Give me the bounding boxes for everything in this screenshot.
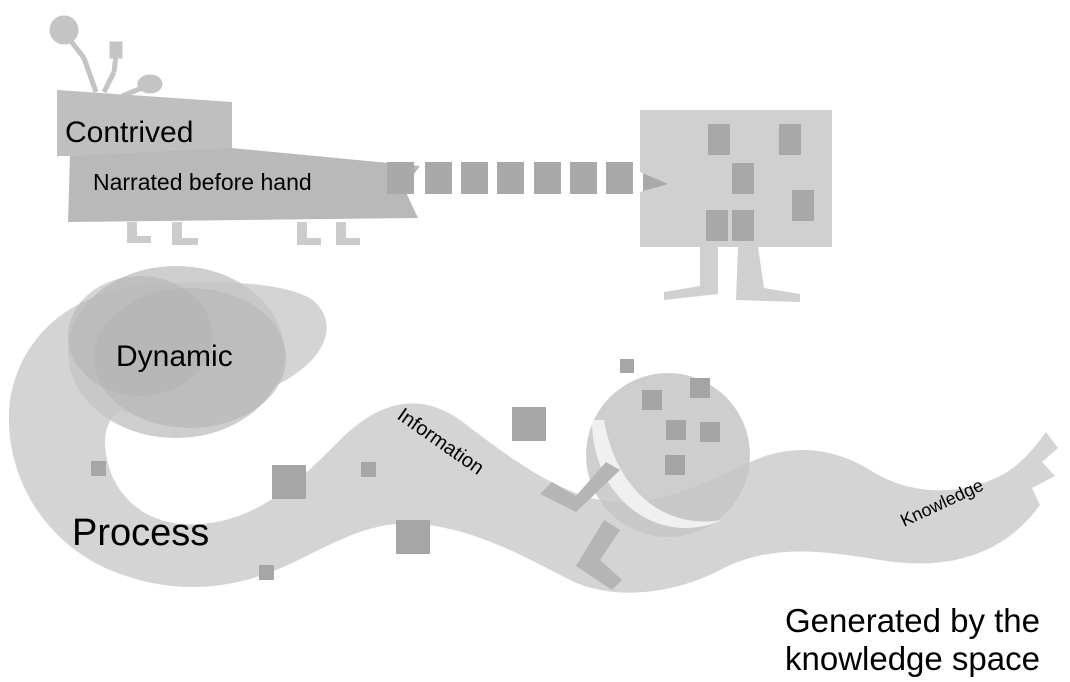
scattered-squares xyxy=(91,359,634,580)
info-square xyxy=(396,520,430,554)
creature-squares xyxy=(642,378,720,475)
chain-square xyxy=(461,162,488,194)
robot-square xyxy=(732,210,754,241)
robot-square xyxy=(792,190,814,221)
robot-leg-left xyxy=(664,247,718,300)
dynamic-swirl-core xyxy=(68,276,212,396)
robot-square xyxy=(779,124,801,155)
antenna-stalk-right xyxy=(121,85,143,99)
creature-leg xyxy=(576,520,622,590)
info-square xyxy=(361,462,376,477)
antenna-ball-left xyxy=(49,15,79,45)
chain-square xyxy=(425,162,452,194)
antenna-ball-right xyxy=(137,74,163,94)
chain-square xyxy=(534,162,561,194)
chain-square xyxy=(497,162,524,194)
label-narrated: Narrated before hand xyxy=(93,169,312,195)
leg-4 xyxy=(336,222,360,245)
caption-line-1: Generated by the xyxy=(784,602,1040,639)
creature-head xyxy=(57,90,232,156)
antenna-stalk-left xyxy=(68,38,86,60)
info-square xyxy=(91,461,106,476)
chain-square xyxy=(387,162,414,194)
info-square xyxy=(259,565,274,580)
creature-square xyxy=(642,390,662,410)
info-square xyxy=(620,359,634,373)
robot-squares xyxy=(706,124,814,241)
contrived-creature: Contrived Narrated before hand xyxy=(49,15,420,245)
info-square xyxy=(512,407,546,441)
caption-line-2: knowledge space xyxy=(784,640,1040,677)
robot-leg-right xyxy=(736,247,800,302)
label-process: Process xyxy=(72,512,209,554)
square-chain xyxy=(387,162,705,194)
creature-legs xyxy=(127,222,360,245)
chain-square xyxy=(606,162,633,194)
creature-square xyxy=(690,378,710,398)
block-robot xyxy=(640,110,832,302)
creature-square xyxy=(665,455,685,475)
label-contrived: Contrived xyxy=(65,116,193,149)
info-square xyxy=(272,465,306,499)
creature-arm xyxy=(540,462,620,512)
creature-square xyxy=(666,420,686,440)
antenna-stalk-middle xyxy=(111,54,119,73)
leg-1 xyxy=(127,222,151,243)
antennae xyxy=(49,15,163,99)
creature-body xyxy=(68,148,420,222)
leg-3 xyxy=(297,222,321,245)
creature-square xyxy=(700,422,720,442)
chain-square xyxy=(570,162,597,194)
antenna-stalk-left-lower xyxy=(81,57,99,93)
leg-2 xyxy=(172,222,198,245)
robot-square xyxy=(732,163,754,194)
robot-square xyxy=(706,210,728,241)
antenna-stalk-middle-lower xyxy=(101,70,117,94)
caption: Generated by the knowledge space xyxy=(785,602,1040,678)
creature-smile xyxy=(592,420,722,529)
round-creature xyxy=(540,373,750,590)
knowledge-wave xyxy=(8,266,1058,593)
robot-square xyxy=(708,124,730,155)
label-dynamic: Dynamic xyxy=(116,340,233,373)
